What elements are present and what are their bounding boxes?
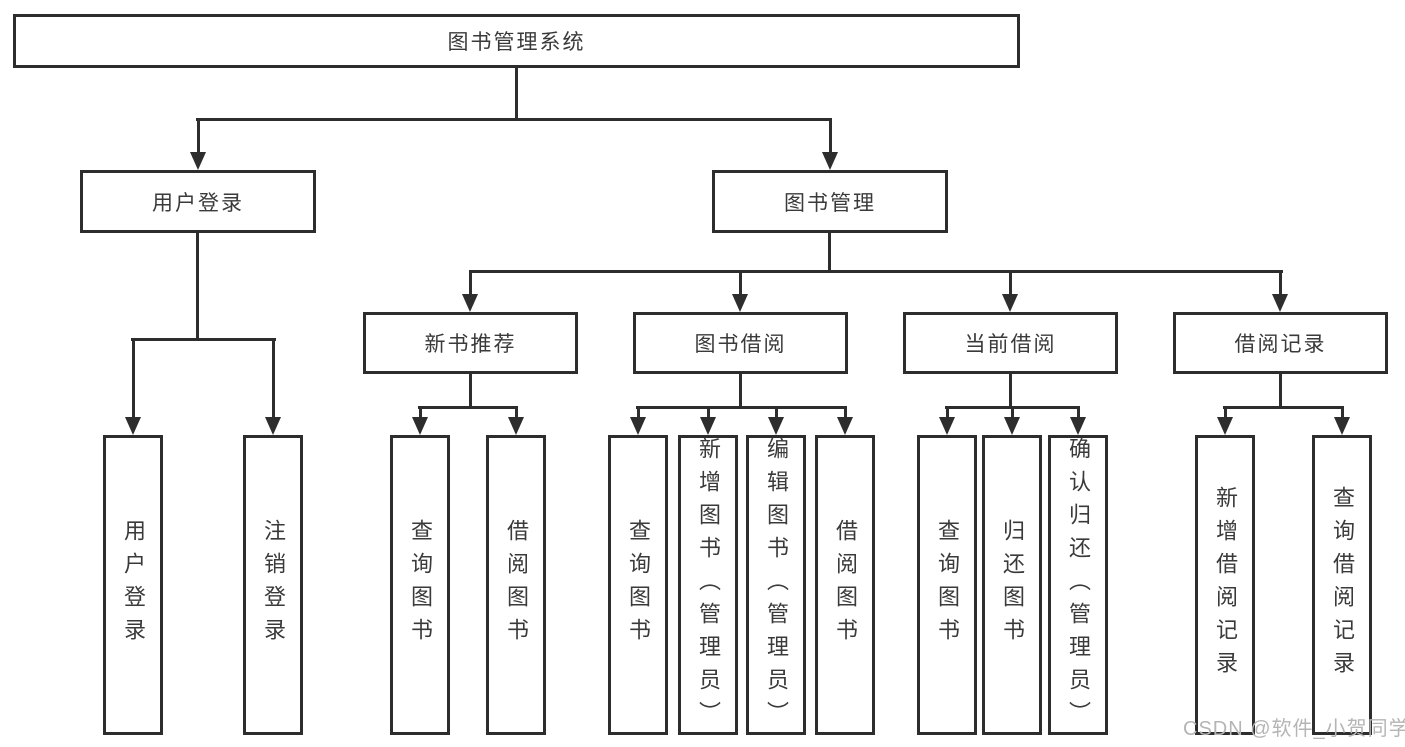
node-current-borrow: 当前借阅 [903, 312, 1118, 374]
node-root-label: 图书管理系统 [447, 31, 586, 54]
leaf-query-borrow-record: 查询借阅记录 [1312, 435, 1372, 735]
connector-book-management-branch [469, 270, 1283, 273]
csdn-watermark: CSDN @软件_小贺同学 [1183, 718, 1405, 740]
leaf-add-book-admin-label: 新增图书（管理员） [696, 436, 721, 734]
leaf-confirm-return-admin-label: 确认归还（管理员） [1066, 436, 1091, 734]
connector-borrow-records-branch [1223, 406, 1344, 409]
arrow-to-book-management [822, 118, 838, 170]
connector-root-stem [515, 68, 518, 118]
connector-root-branch [196, 118, 832, 121]
leaf-query-borrow-record-label: 查询借阅记录 [1330, 486, 1355, 684]
leaf-add-borrow-record: 新增借阅记录 [1195, 435, 1255, 735]
arrow-to-leaf-query-books-1 [412, 406, 428, 435]
leaf-borrow-books-1-label: 借阅图书 [504, 519, 529, 651]
connector-user-login-branch [131, 338, 276, 341]
node-book-management-label: 图书管理 [784, 191, 876, 215]
arrow-to-leaf-query-borrow-record [1334, 406, 1350, 435]
leaf-confirm-return-admin: 确认归还（管理员） [1048, 435, 1108, 735]
leaf-borrow-books-2: 借阅图书 [815, 435, 875, 735]
leaf-query-books-2-label: 查询图书 [626, 519, 651, 651]
leaf-query-books-2: 查询图书 [608, 435, 668, 735]
arrow-to-new-book-recommend [462, 270, 478, 312]
connector-borrow-records-stem [1279, 374, 1282, 408]
node-book-management: 图书管理 [712, 170, 948, 233]
leaf-add-borrow-record-label: 新增借阅记录 [1213, 486, 1238, 684]
arrow-to-leaf-add-book [700, 406, 716, 435]
node-user-login: 用户登录 [80, 170, 316, 233]
connector-book-borrow-stem [739, 374, 742, 408]
arrow-to-leaf-borrow-books-1 [508, 406, 524, 435]
arrow-to-leaf-add-borrow-record [1217, 406, 1233, 435]
node-current-borrow-label: 当前借阅 [964, 333, 1057, 356]
arrow-to-leaf-return-books [1004, 406, 1020, 435]
arrow-to-leaf-edit-book [768, 406, 784, 435]
leaf-query-books-1: 查询图书 [390, 435, 450, 735]
leaf-logout-label: 注销登录 [261, 519, 286, 651]
node-borrow-records: 借阅记录 [1173, 312, 1388, 374]
leaf-query-books-3: 查询图书 [917, 435, 977, 735]
arrow-to-leaf-confirm-return [1070, 406, 1086, 435]
node-book-borrow-label: 图书借阅 [694, 333, 787, 356]
arrow-to-borrow-records [1272, 270, 1288, 312]
leaf-edit-book-admin: 编辑图书（管理员） [746, 435, 806, 735]
connector-book-borrow-branch [636, 406, 847, 409]
leaf-return-books: 归还图书 [982, 435, 1042, 735]
arrow-to-leaf-borrow-books-2 [837, 406, 853, 435]
leaf-user-login-label: 用户登录 [121, 519, 146, 651]
arrow-to-leaf-query-books-3 [939, 406, 955, 435]
connector-user-login-stem [196, 233, 199, 340]
leaf-borrow-books-1: 借阅图书 [486, 435, 546, 735]
node-new-book-recommend-label: 新书推荐 [424, 333, 517, 356]
leaf-edit-book-admin-label: 编辑图书（管理员） [764, 436, 789, 734]
arrow-to-user-login [190, 118, 206, 170]
arrow-to-leaf-user-login [125, 338, 141, 435]
leaf-logout: 注销登录 [243, 435, 303, 735]
arrow-to-leaf-query-books-2 [630, 406, 646, 435]
node-new-book-recommend: 新书推荐 [363, 312, 578, 374]
leaf-user-login: 用户登录 [103, 435, 163, 735]
connector-current-borrow-stem [1009, 374, 1012, 408]
leaf-add-book-admin: 新增图书（管理员） [678, 435, 738, 735]
arrow-to-current-borrow [1002, 270, 1018, 312]
arrow-to-leaf-logout [265, 338, 281, 435]
node-book-borrow: 图书借阅 [633, 312, 848, 374]
connector-book-management-stem [828, 233, 831, 273]
connector-new-book-recommend-branch [418, 406, 518, 409]
leaf-query-books-1-label: 查询图书 [408, 519, 433, 651]
leaf-query-books-3-label: 查询图书 [935, 519, 960, 651]
leaf-borrow-books-2-label: 借阅图书 [833, 519, 858, 651]
leaf-return-books-label: 归还图书 [1000, 519, 1025, 651]
connector-new-book-recommend-stem [469, 374, 472, 408]
arrow-to-book-borrow [732, 270, 748, 312]
node-user-login-label: 用户登录 [152, 191, 244, 215]
node-root: 图书管理系统 [13, 14, 1020, 68]
node-borrow-records-label: 借阅记录 [1234, 333, 1327, 356]
